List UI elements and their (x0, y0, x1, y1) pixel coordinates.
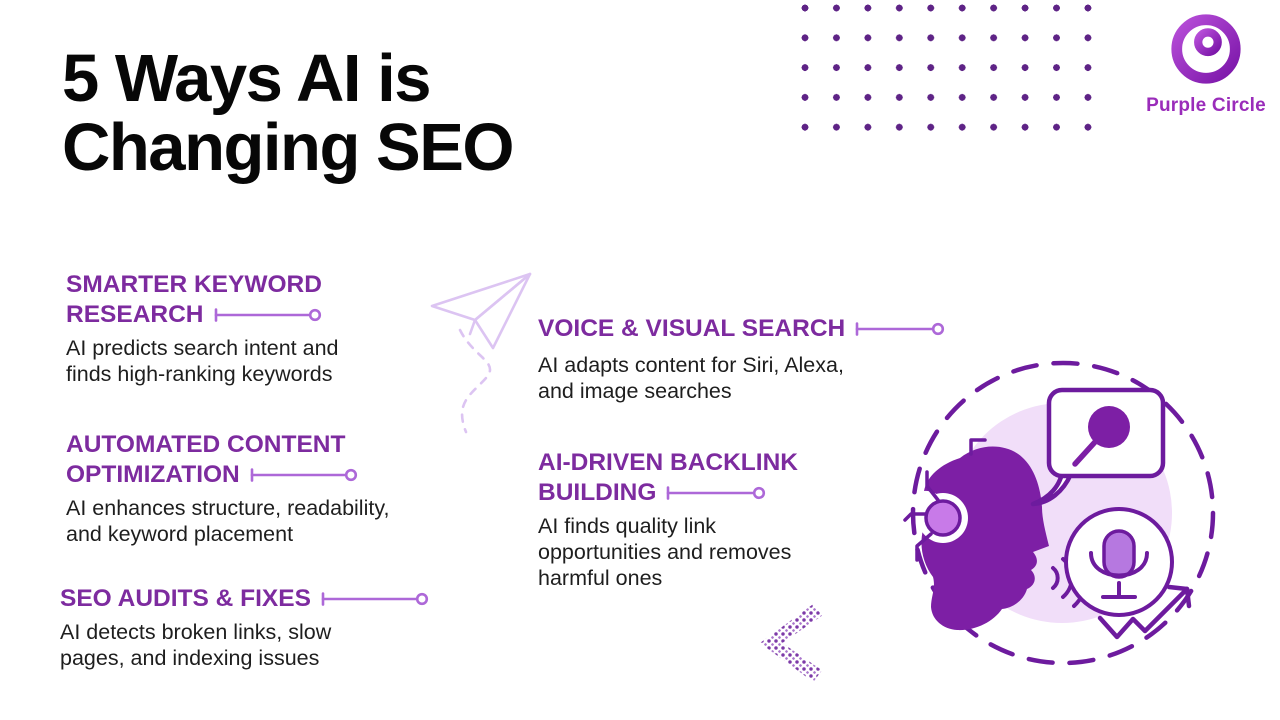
section-heading: VOICE & VISUAL SEARCH (538, 315, 846, 342)
paper-plane-icon (430, 272, 532, 434)
section-heading: AUTOMATED CONTENT OPTIMIZATION (66, 431, 346, 488)
logo-mark-icon (1171, 14, 1241, 84)
section-ai-driven-backlink-building: AI-DRIVEN BACKLINK BUILDING AI finds qua… (538, 448, 1008, 591)
section-voice-visual-search: VOICE & VISUAL SEARCH AI adapts content … (538, 314, 1008, 404)
section-heading: SMARTER KEYWORD RESEARCH (66, 271, 322, 328)
search-bubble-icon (1030, 387, 1166, 507)
section-heading: AI-DRIVEN BACKLINK BUILDING (538, 449, 798, 506)
section-body: AI finds quality link opportunities and … (538, 514, 792, 590)
head-silhouette-icon (921, 446, 1049, 631)
connector-line-icon (321, 592, 429, 606)
section-body: AI enhances structure, readability, and … (66, 496, 390, 546)
circuit-node-icon (924, 499, 962, 537)
page-title: 5 Ways AI is Changing SEO (62, 41, 515, 185)
voice-search-illustration (903, 360, 1216, 666)
section-body: AI predicts search intent and finds high… (66, 336, 339, 386)
section-smarter-keyword-research: SMARTER KEYWORD RESEARCH AI predicts sea… (66, 270, 536, 387)
halftone-chevron-icon (760, 604, 822, 682)
connector-line-icon (214, 308, 321, 322)
microphone-icon (1064, 507, 1174, 617)
logo-wordmark: Purple Circle (1146, 95, 1266, 116)
connector-line-icon (250, 468, 357, 482)
purple-circle-logo: Purple Circle (1144, 10, 1268, 117)
circuit-lines (903, 438, 987, 562)
connector-line-icon (667, 486, 766, 500)
section-automated-content-optimization: AUTOMATED CONTENT OPTIMIZATION AI enhanc… (66, 430, 536, 547)
dots-grid (801, 4, 1097, 135)
connector-line-icon (855, 322, 945, 336)
section-seo-audits-fixes: SEO AUDITS & FIXES AI detects broken lin… (60, 584, 530, 671)
section-heading: SEO AUDITS & FIXES (60, 585, 311, 612)
section-body: AI detects broken links, slow pages, and… (60, 620, 332, 670)
section-body: AI adapts content for Siri, Alexa, and i… (538, 353, 844, 403)
growth-arrow-icon (1097, 584, 1192, 640)
